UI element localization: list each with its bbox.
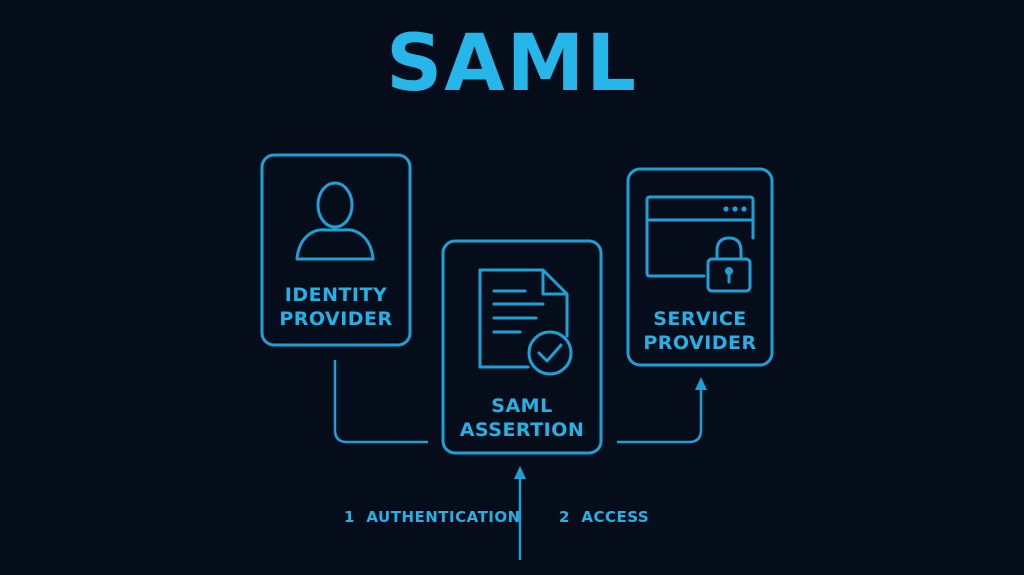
service-provider-line1: SERVICE bbox=[653, 308, 747, 330]
identity-provider-label: IDENTITY PROVIDER bbox=[262, 283, 410, 331]
saml-assertion-line2: ASSERTION bbox=[459, 419, 585, 441]
identity-provider-line1: IDENTITY bbox=[284, 284, 388, 306]
document-check-icon bbox=[478, 268, 573, 376]
assertion-to-sp-connector bbox=[617, 385, 703, 444]
sp-arrowhead bbox=[695, 377, 707, 390]
identity-provider-line2: PROVIDER bbox=[279, 308, 393, 330]
step-label: ACCESS bbox=[581, 508, 650, 526]
page-title: SAML bbox=[386, 19, 638, 109]
user-icon bbox=[295, 181, 375, 261]
saml-assertion-line1: SAML bbox=[491, 395, 553, 417]
identity-provider-box bbox=[260, 153, 412, 347]
service-provider-label: SERVICE PROVIDER bbox=[628, 307, 772, 355]
step-number: 2 bbox=[559, 508, 570, 526]
service-provider-line2: PROVIDER bbox=[643, 332, 757, 354]
idp-to-assertion-connector bbox=[333, 360, 428, 444]
step-access: 2 ACCESS bbox=[559, 507, 649, 527]
step-number: 1 bbox=[344, 508, 355, 526]
browser-lock-icon bbox=[645, 195, 755, 293]
upward-arrowhead bbox=[514, 466, 526, 479]
service-provider-box bbox=[626, 167, 774, 367]
step-authentication: 1 AUTHENTICATION bbox=[344, 507, 521, 527]
saml-assertion-box bbox=[441, 239, 603, 455]
step-label: AUTHENTICATION bbox=[366, 508, 521, 526]
saml-assertion-label: SAML ASSERTION bbox=[443, 394, 601, 442]
